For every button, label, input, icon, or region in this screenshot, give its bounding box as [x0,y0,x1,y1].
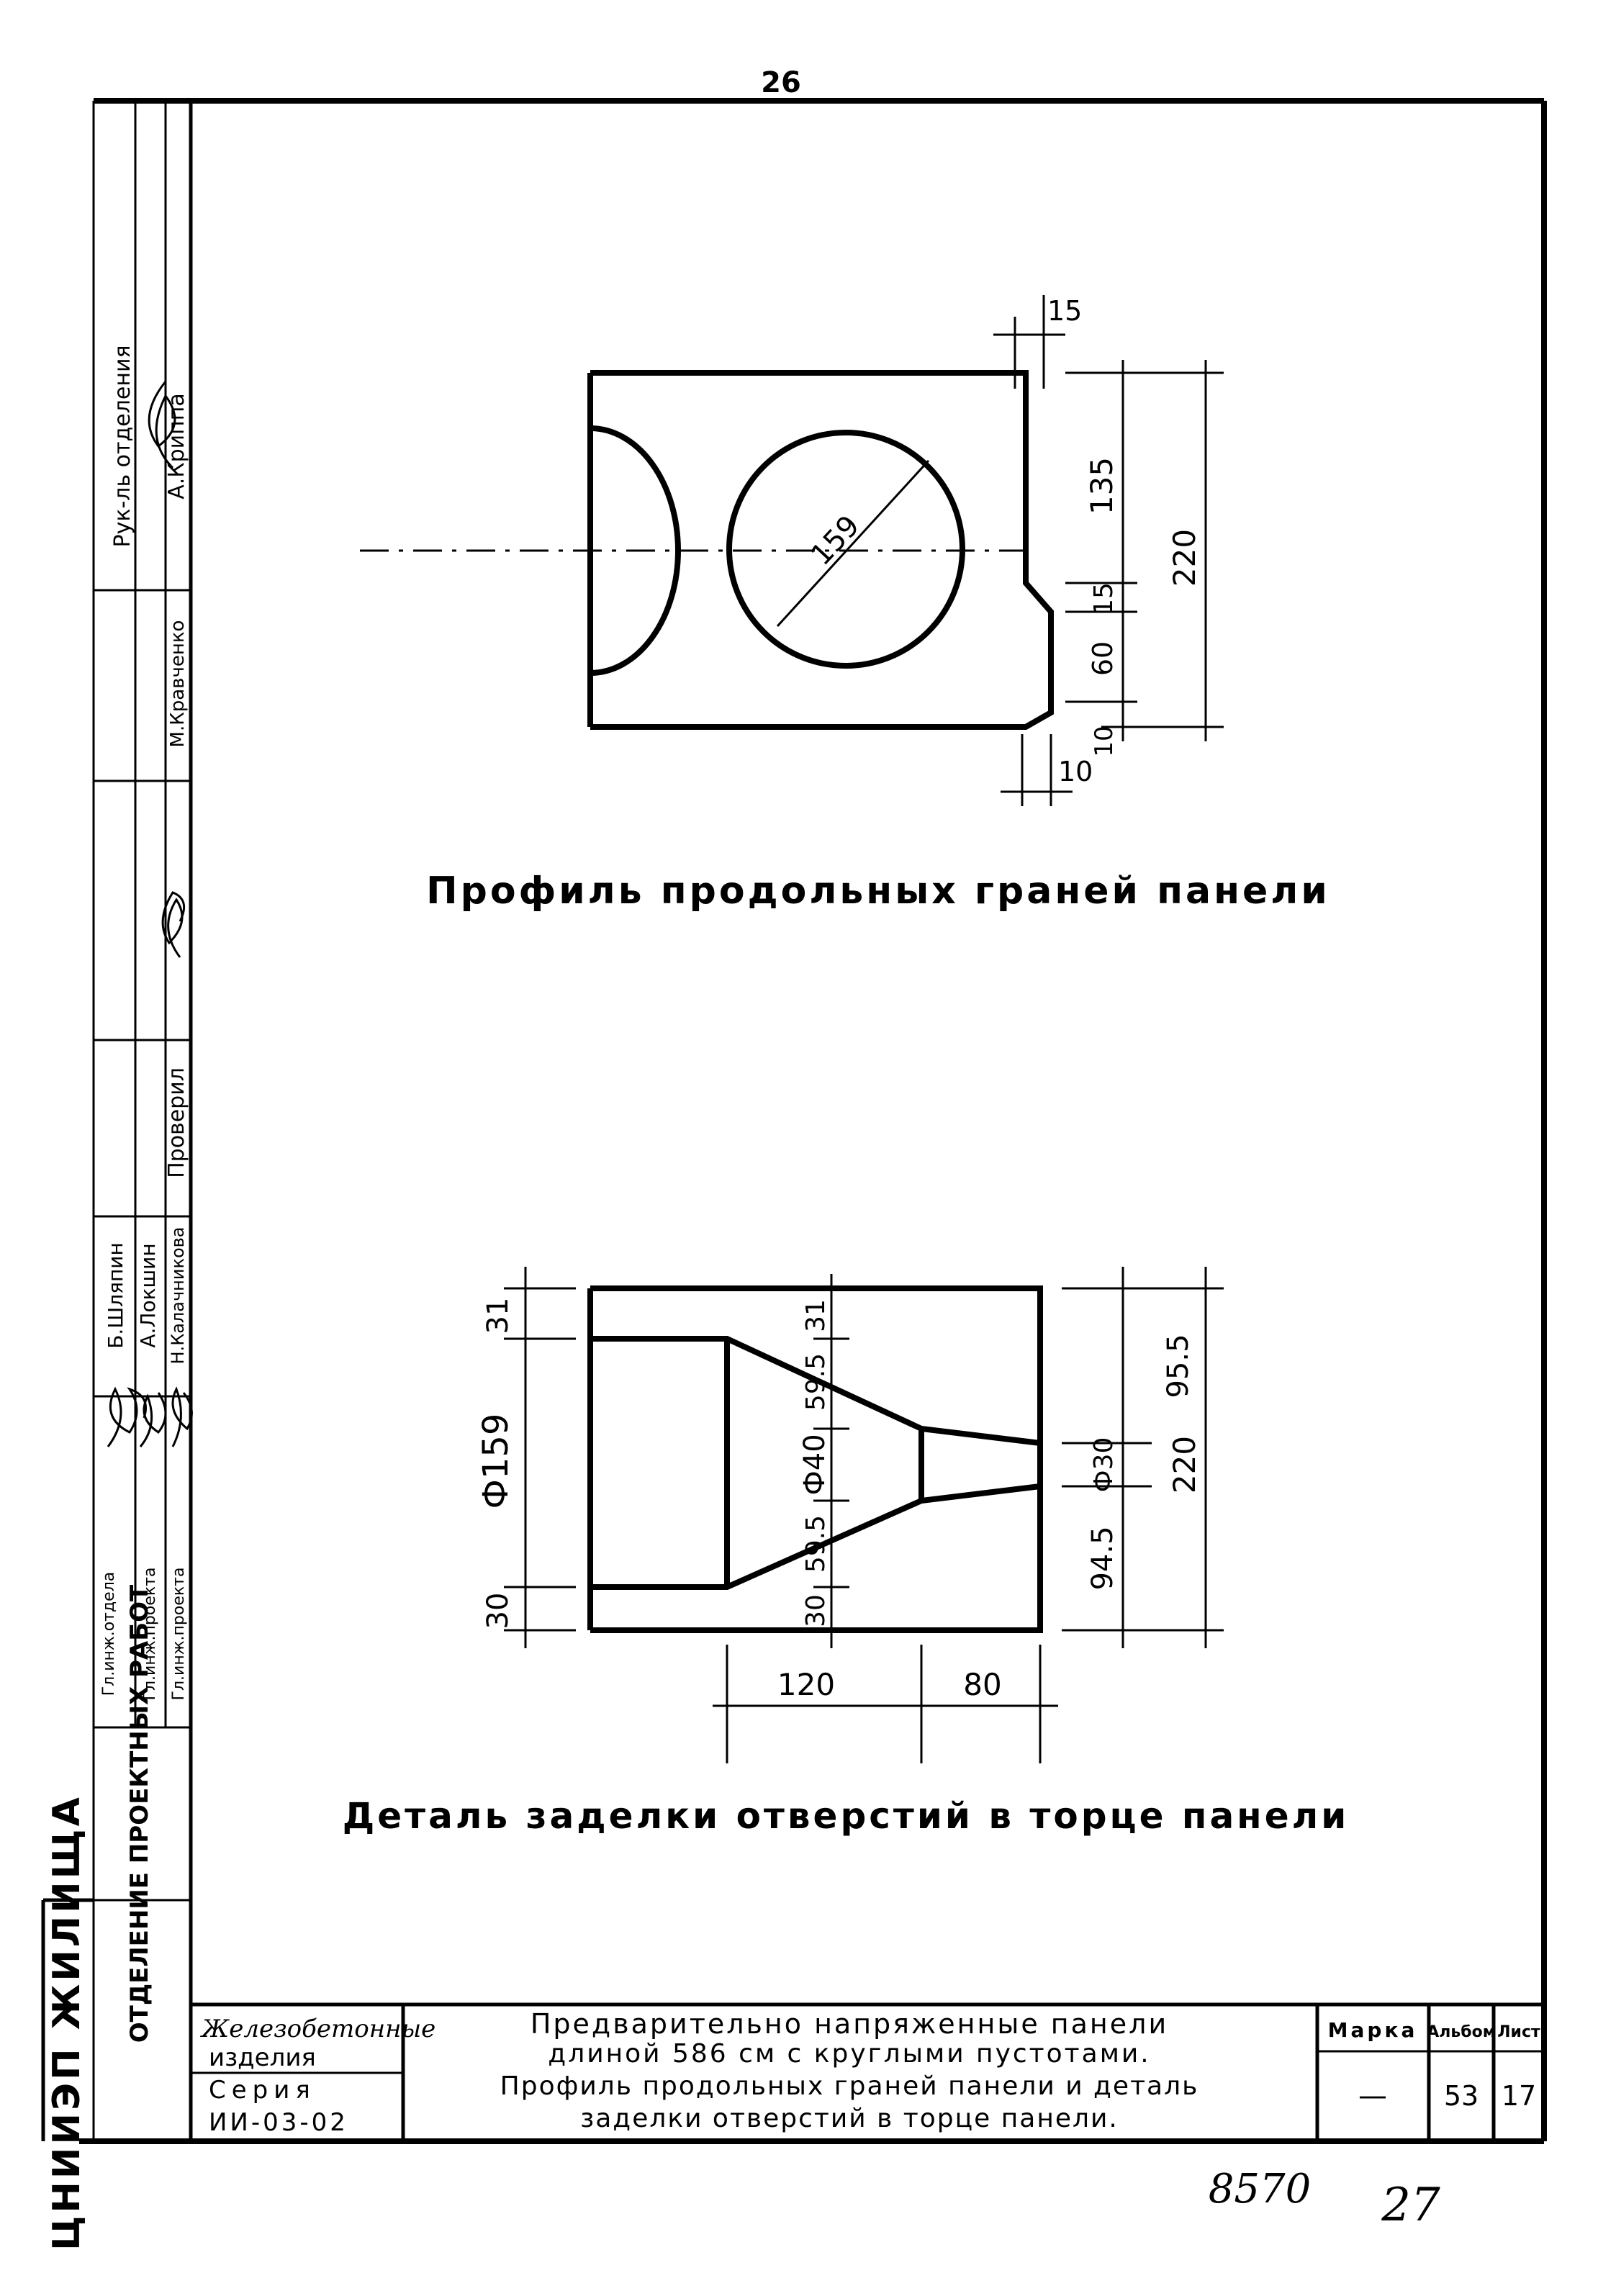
stamp-name-2: А.Локшин [136,1243,160,1347]
tb-title-4: заделки отверстий в торце панели. [580,2104,1119,2133]
fig2-dim-r94: 94.5 [1086,1526,1119,1590]
stamp-head-name: А.Криппа [164,393,189,500]
fig1-dim-bottom-notch: 10 [1058,756,1093,787]
stamp-role-1: Гл.инж.отдела [100,1572,118,1696]
signature-1 [107,1386,147,1447]
sheet-frame [41,98,1547,2144]
inventory-number: 8570 [1209,2166,1312,2213]
signature-4 [161,891,186,958]
stamp-name-1: Б.Шляпин [104,1242,127,1349]
fig2-dim-total: 220 [1167,1436,1202,1493]
tb-album-label: Альбом [1427,2023,1496,2041]
fig2-dim-mid-bottom: 59.5 [801,1515,831,1573]
title-block: Железобетонные изделия Серия ИИ-03-02 Пр… [191,2002,1544,2141]
sheet-number-handwritten: 27 [1381,2179,1440,2232]
fig2-dim-left-top: 31 [482,1298,515,1334]
tb-title-1: Предварительно напряженные панели [531,2008,1168,2040]
fig1-dim-top-notch: 15 [1047,295,1082,327]
fig1-dim-10: 10 [1090,726,1119,756]
figure-2-detail: 31 Ф159 30 31 59.5 Ф40 59.5 30 Ф30 95.5 … [343,1267,1350,1837]
stamp-role-4: Проверил [164,1067,189,1178]
fig1-dim-15: 15 [1089,582,1119,615]
fig2-title: Деталь заделки отверстий в торце панели [343,1795,1350,1837]
fig1-dim-60: 60 [1087,641,1119,676]
fig2-dim-w80: 80 [963,1667,1001,1702]
fig1-dim-135: 135 [1084,457,1119,515]
left-stamp: ЦНИИЭП ЖИЛИЩА ОТДЕЛЕНИЕ ПРОЕКТНЫХ РАБОТ … [45,345,193,2251]
tb-category-1: Железобетонные [199,2015,435,2043]
tb-sheet-value: 17 [1502,2080,1536,2112]
stamp-head-role: Рук-ль отделения [110,345,135,547]
fig1-title: Профиль продольных граней панели [426,869,1330,913]
stamp-org-main: ЦНИИЭП ЖИЛИЩА [45,1794,89,2251]
figure-1-profile: 159 15 10 135 15 60 10 220 Профиль продо… [360,295,1330,913]
fig2-dim-mid-bottom2: 30 [801,1594,831,1627]
tb-mark-label: Марка [1328,2018,1418,2042]
fig2-dim-phi159: Ф159 [476,1414,516,1509]
fig2-dim-phi40: Ф40 [798,1434,831,1495]
fig2-dim-w120: 120 [777,1667,835,1702]
tb-mark-value: — [1358,2079,1387,2112]
signature-3 [171,1386,193,1447]
fig1-dim-total: 220 [1167,529,1202,587]
tb-series-label: Серия [209,2076,316,2105]
stamp-name-3: Н.Калачникова [168,1227,188,1365]
tb-series-value: ИИ-03-02 [209,2108,348,2137]
fig2-dim-mid-top: 59.5 [801,1353,831,1411]
fig2-dim-mid-top2: 31 [801,1299,831,1332]
signature-5 [148,381,176,469]
stamp-name-4: М.Кравченко [167,620,189,748]
fig2-dim-phi30: Ф30 [1089,1437,1119,1493]
page-number: 26 [761,66,801,99]
tb-title-3: Профиль продольных граней панели и детал… [500,2071,1199,2101]
tb-album-value: 53 [1444,2080,1479,2112]
tb-sheet-label: Лист [1497,2023,1540,2041]
fig2-dim-r95: 95.5 [1162,1334,1195,1398]
signature-2 [139,1392,167,1447]
tb-category-2: изделия [209,2043,316,2072]
fig1-dim-diameter: 159 [805,510,867,572]
tb-title-2: длиной 586 см с круглыми пустотами. [548,2039,1150,2069]
fig2-dim-left-bottom: 30 [482,1593,515,1630]
stamp-org-dept: ОТДЕЛЕНИЕ ПРОЕКТНЫХ РАБОТ [125,1584,154,2043]
stamp-role-2: Гл.инж.проекта [141,1568,159,1701]
stamp-role-3: Гл.инж.проекта [170,1568,188,1701]
